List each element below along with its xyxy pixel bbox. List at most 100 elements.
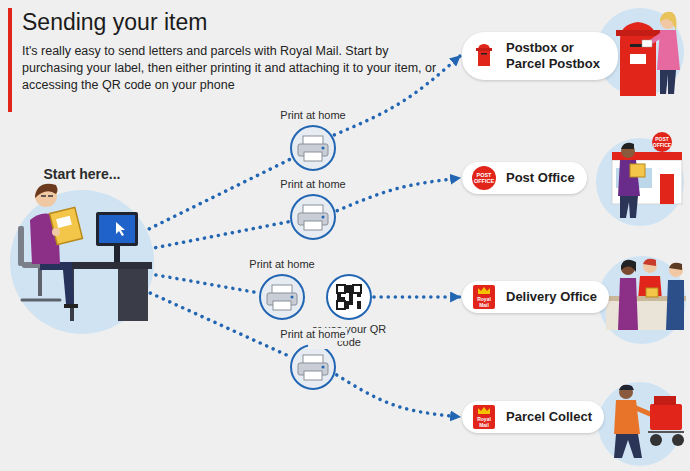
royal-mail-logo bbox=[473, 405, 495, 429]
postbox-illustration bbox=[642, 40, 652, 47]
post-office-logo bbox=[472, 166, 496, 190]
start-illustration bbox=[40, 262, 74, 304]
start-circle: Start here... bbox=[10, 190, 154, 334]
postbox-logo bbox=[481, 53, 487, 55]
start-illustration bbox=[96, 212, 138, 246]
qr-code-circle bbox=[327, 275, 371, 319]
start-illustration bbox=[52, 228, 60, 236]
start-illustration bbox=[50, 207, 83, 244]
start-illustration bbox=[41, 195, 53, 197]
printer-circle bbox=[298, 205, 328, 230]
printer-circle bbox=[260, 275, 304, 319]
start-illustration bbox=[114, 246, 120, 262]
qr-module bbox=[349, 297, 353, 301]
royal-mail-logo bbox=[478, 287, 490, 294]
printer-circle: Print at home bbox=[291, 195, 335, 239]
postbox-illustration bbox=[630, 54, 646, 64]
printer-circle bbox=[291, 345, 335, 389]
postbox-logo bbox=[478, 44, 490, 66]
start-illustration bbox=[18, 226, 24, 266]
post-office-illustration bbox=[630, 164, 645, 177]
start-label: Start here... bbox=[41, 166, 122, 182]
delivery-office-illustration bbox=[646, 288, 658, 297]
postbox-illustration bbox=[660, 12, 677, 30]
qr-module bbox=[357, 305, 361, 309]
parcel-collect-illustration bbox=[614, 434, 642, 458]
postbox-logo bbox=[476, 48, 492, 51]
qr-circle: or use your QR code bbox=[327, 275, 371, 319]
option-label: Print at home bbox=[278, 178, 347, 191]
start-illustration bbox=[116, 222, 125, 236]
option-label: Print at home bbox=[247, 258, 316, 271]
qr-module bbox=[357, 301, 361, 305]
delivery-office-illustration bbox=[621, 260, 636, 272]
printer-circle bbox=[298, 136, 328, 161]
postbox-illustration bbox=[616, 30, 660, 36]
page-title: Sending your item bbox=[22, 9, 207, 36]
parcel-collect-illustration bbox=[619, 385, 634, 390]
parcel-collect-illustration bbox=[654, 396, 676, 405]
royal-mail-logo bbox=[478, 407, 490, 414]
post-office-illustration bbox=[596, 138, 684, 226]
start-illustration bbox=[38, 268, 42, 296]
start-illustration bbox=[64, 304, 78, 308]
printer-circle: Print at home bbox=[291, 345, 335, 389]
start-illustration bbox=[35, 184, 58, 198]
start-illustration bbox=[56, 216, 72, 228]
logo-text: POST OFFICE bbox=[472, 172, 496, 184]
delivery-office-illustration bbox=[669, 263, 683, 277]
delivery-office-illustration bbox=[666, 280, 684, 330]
dotted-connector bbox=[149, 159, 290, 229]
post-office-illustration bbox=[596, 132, 684, 226]
dotted-connector bbox=[156, 275, 257, 293]
option-label: Print at home bbox=[278, 328, 347, 341]
option-label: Print at home bbox=[278, 109, 347, 122]
printer-circle: Print at home bbox=[260, 275, 304, 319]
printer-circle bbox=[291, 195, 335, 239]
parcel-collect-illustration bbox=[598, 382, 684, 466]
destination-name: Parcel Collect bbox=[506, 409, 592, 425]
start-illustration bbox=[10, 190, 154, 334]
parcel-collect-illustration bbox=[672, 434, 684, 446]
qr-finder bbox=[337, 301, 345, 309]
royal-mail-logo bbox=[473, 405, 495, 429]
delivery-office-illustration bbox=[598, 256, 686, 344]
logo-text: Royal Mail bbox=[472, 417, 496, 428]
delivery-office-illustration bbox=[643, 259, 656, 266]
qr-finder bbox=[353, 285, 361, 293]
dotted-connector bbox=[374, 295, 460, 299]
start-illustration bbox=[118, 269, 148, 321]
intro-text: It's really easy to send letters and par… bbox=[22, 43, 450, 94]
dotted-connector bbox=[337, 178, 460, 211]
parcel-collect-illustration bbox=[650, 404, 682, 430]
parcel-collect-illustration bbox=[614, 400, 640, 434]
royal-mail-logo bbox=[473, 285, 495, 309]
postbox-logo bbox=[476, 44, 492, 66]
destination-name: Postbox or Parcel Postbox bbox=[506, 40, 606, 72]
printer-circle bbox=[291, 126, 335, 170]
post-office-illustration bbox=[621, 143, 634, 149]
royal-mail-logo bbox=[473, 285, 495, 309]
start-illustration bbox=[66, 262, 152, 269]
delivery-office-illustration bbox=[618, 278, 638, 330]
start-illustration bbox=[10, 184, 154, 334]
dotted-connector bbox=[156, 222, 289, 248]
parcel-collect-illustration bbox=[648, 431, 684, 433]
qr-finder bbox=[337, 285, 345, 293]
start-illustration bbox=[99, 215, 135, 243]
delivery-office-illustration bbox=[643, 259, 657, 273]
post-office-logo bbox=[472, 166, 496, 190]
parcel-collect-illustration bbox=[636, 408, 650, 414]
start-illustration bbox=[50, 207, 83, 244]
printer-circle bbox=[298, 355, 328, 380]
dotted-connector bbox=[337, 375, 460, 417]
destination-name: Post Office bbox=[506, 170, 575, 186]
accent-bar bbox=[8, 8, 12, 112]
printer-circle bbox=[267, 285, 297, 310]
qr-module bbox=[349, 301, 353, 305]
parcel-collect-illustration bbox=[619, 385, 633, 399]
dotted-connector bbox=[150, 293, 290, 357]
destination-name: Delivery Office bbox=[506, 289, 597, 305]
destination-pill: Postbox or Parcel Postbox bbox=[462, 32, 618, 80]
sign-text: POST OFFICE bbox=[651, 137, 673, 148]
